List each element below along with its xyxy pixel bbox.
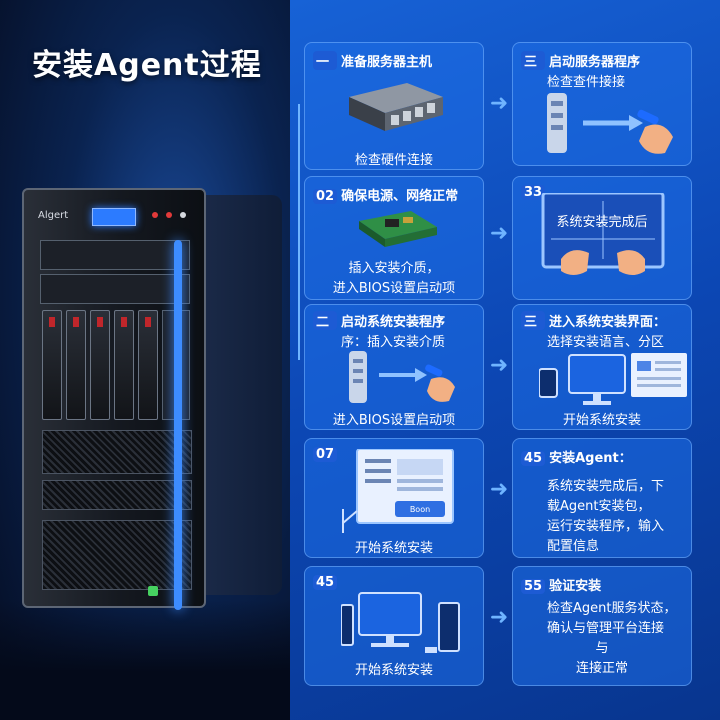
- step-title: 确保电源、网络正常: [341, 189, 459, 204]
- arrow-right-icon: ➜: [489, 91, 509, 116]
- step-card-5: 二启动系统安装程序 序：插入安装介质 进入BIOS设置启动项: [304, 304, 484, 430]
- hard-drive-icon: [66, 310, 86, 420]
- drive-bay: [40, 274, 190, 304]
- vent-grille: [42, 520, 192, 590]
- hard-drive-icon: [114, 310, 134, 420]
- step-text: 检查Agent服务状态，: [547, 601, 677, 616]
- step-card-1: 一准备服务器主机 检查硬件连接: [304, 42, 484, 170]
- step-text: 与: [595, 641, 609, 656]
- step-number: 55: [521, 579, 546, 594]
- hard-drive-icon: [42, 310, 62, 420]
- step-text: 系统安装完成后，下: [547, 479, 665, 494]
- step-number: 一: [313, 51, 337, 70]
- step-number: 三: [521, 311, 545, 330]
- arrow-right-icon: ➜: [489, 353, 509, 378]
- step-card-7: 07 Boon 开始系统安装: [304, 438, 484, 558]
- hard-drive-icon: [90, 310, 110, 420]
- server-photo-panel: 安装Agent过程 Algert: [0, 0, 290, 720]
- step-number: 45: [521, 451, 546, 466]
- status-led-icon: [180, 212, 186, 218]
- step-title: 安装Agent：: [549, 451, 632, 466]
- status-led-icon: [152, 212, 158, 218]
- step-title: 验证安装: [549, 579, 602, 594]
- server-lcd-display: [92, 208, 136, 226]
- step-title: 准备服务器主机: [341, 55, 433, 70]
- vent-grille: [42, 480, 192, 510]
- step-number: 02: [313, 189, 338, 204]
- step-text: 载Agent安装包，: [547, 499, 651, 514]
- remote-hand-icon: [349, 351, 455, 403]
- power-led-icon: [148, 586, 158, 596]
- step-text: 开始系统安装: [562, 413, 641, 428]
- step-card-4: 33 系统安装完成后: [512, 176, 692, 300]
- installer-window-icon: [342, 449, 454, 533]
- step-text: 进入BIOS设置启动项: [332, 413, 456, 428]
- step-text: 进入BIOS设置启动项: [332, 281, 456, 296]
- desktop-computer-icon: [341, 592, 460, 653]
- hard-drive-icon: [138, 310, 158, 420]
- page-title: 安装Agent过程: [32, 48, 262, 83]
- step-card-2: 三启动服务器程序 检查查件接接: [512, 42, 692, 166]
- server-brand-label: Algert: [38, 210, 69, 221]
- circuit-board-icon: [359, 211, 437, 247]
- step-text: 系统安装完成后: [556, 215, 648, 230]
- step-text: 连接正常: [575, 661, 628, 676]
- step-number: 45: [313, 575, 338, 590]
- step-number: 07: [313, 447, 338, 462]
- install-button[interactable]: Boon: [395, 501, 445, 517]
- step-text: 插入安装介质，: [348, 261, 440, 276]
- step-text: 开始系统安装: [354, 663, 433, 678]
- server-light-strip: [174, 240, 182, 610]
- step-number: 33: [521, 185, 546, 200]
- vent-grille: [42, 430, 192, 474]
- step-card-9: 45 开始系统安装: [304, 566, 484, 686]
- computer-monitor-icon: [539, 353, 687, 405]
- arrow-right-icon: ➜: [489, 605, 509, 630]
- status-led-icon: [166, 212, 172, 218]
- step-title: 启动服务器程序: [549, 55, 641, 70]
- step-title: 启动系统安装程序: [341, 315, 446, 330]
- step-text: 选择安装语言、分区: [547, 335, 665, 350]
- touch-screen-icon: [541, 193, 665, 275]
- server-rack-icon: [349, 83, 443, 131]
- steps-panel: 一准备服务器主机 检查硬件连接 ➜ 三启动服务器程序 检查查件接接: [290, 0, 720, 720]
- step-text: 检查硬件连接: [354, 153, 433, 168]
- server-side-panel: [200, 195, 282, 595]
- remote-hand-icon: [547, 93, 673, 154]
- step-text: 运行安装程序，输入: [547, 519, 665, 534]
- arrow-right-icon: ➜: [489, 477, 509, 502]
- flow-connector: [298, 104, 300, 360]
- step-number: 二: [313, 311, 337, 330]
- arrow-right-icon: ➜: [489, 221, 509, 246]
- step-text: 开始系统安装: [354, 541, 433, 556]
- step-card-6: 三进入系统安装界面： 选择安装语言、分区 开始系统安装: [512, 304, 692, 430]
- drive-bay: [40, 240, 190, 270]
- step-number: 三: [521, 51, 545, 70]
- step-text: 序：插入安装介质: [341, 335, 446, 350]
- step-title: 进入系统安装界面：: [549, 315, 667, 330]
- step-text: 检查查件接接: [547, 75, 626, 90]
- step-text: 配置信息: [547, 539, 600, 554]
- step-text: 确认与管理平台连接: [547, 621, 665, 636]
- floor-reflection: [0, 600, 290, 720]
